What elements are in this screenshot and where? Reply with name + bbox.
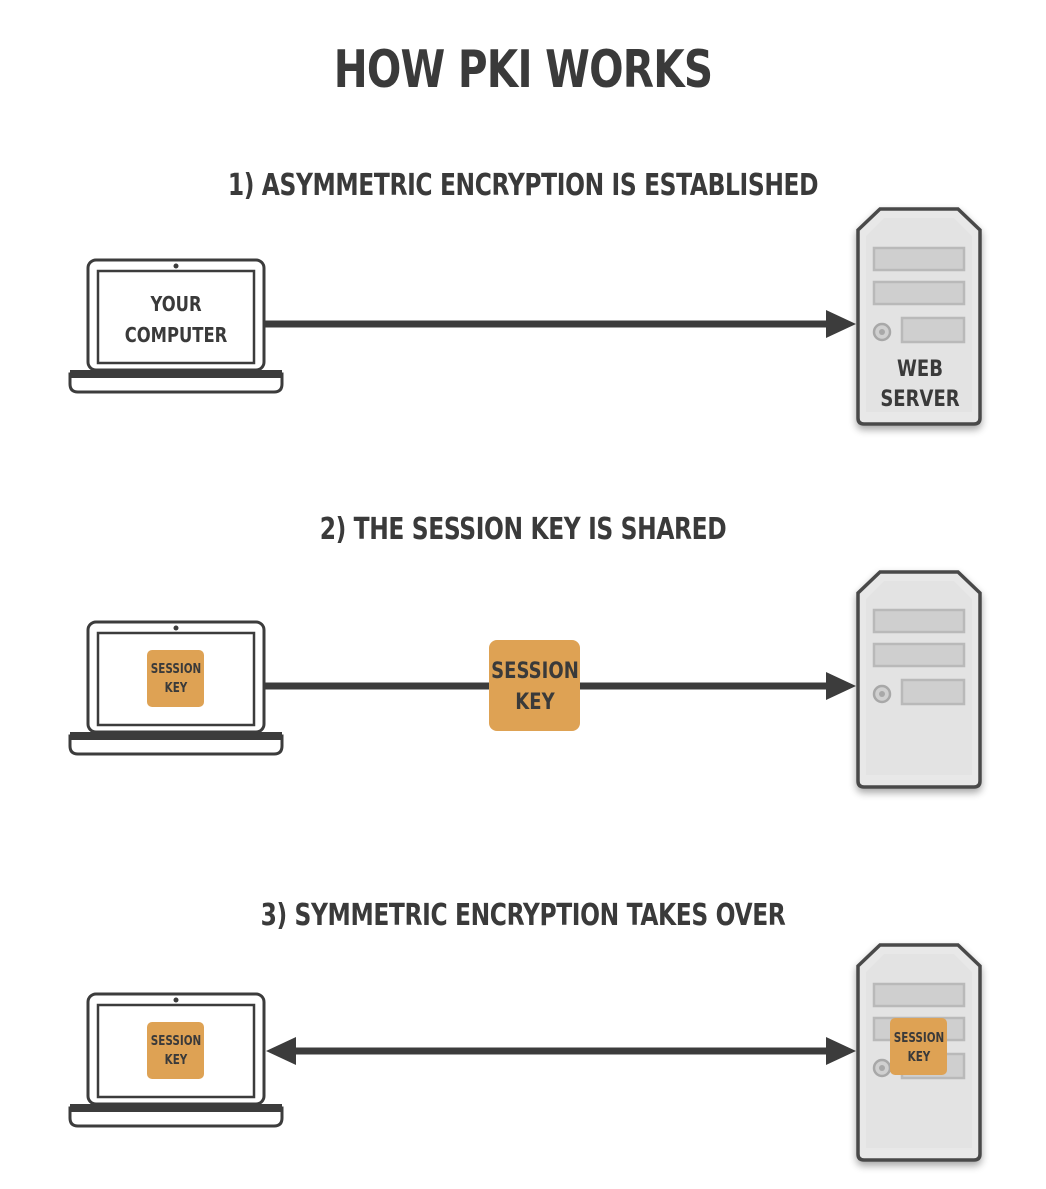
- session-key-badge-laptop: SESSION KEY: [147, 1022, 204, 1079]
- session-key-line1: SESSION: [151, 1033, 201, 1048]
- step-3-label: 3) SYMMETRIC ENCRYPTION TAKES OVER: [260, 898, 786, 933]
- laptop-icon: [68, 258, 284, 394]
- server-icon: [856, 570, 982, 789]
- session-key-badge-laptop: SESSION KEY: [147, 650, 204, 707]
- session-key-line2: KEY: [908, 1049, 931, 1064]
- server-label-line1: WEB: [897, 355, 943, 381]
- server-icon: [856, 207, 982, 426]
- session-key-line2: KEY: [165, 680, 188, 695]
- arrow-right: [264, 310, 856, 338]
- step-2-group: SESSION KEY SESSION KEY: [68, 570, 982, 789]
- server-label-line2: SERVER: [880, 385, 960, 411]
- step-3-group: SESSION KEY SESSION KEY: [68, 943, 982, 1162]
- session-key-badge-server: SESSION KEY: [890, 1018, 947, 1075]
- session-key-line2: KEY: [515, 688, 555, 714]
- step-1-label: 1) ASYMMETRIC ENCRYPTION IS ESTABLISHED: [227, 168, 819, 203]
- computer-label-line1: YOUR: [150, 294, 202, 317]
- session-key-line1: SESSION: [491, 657, 579, 683]
- session-key-badge-transit: SESSION KEY: [489, 640, 580, 731]
- laptop-icon: [68, 992, 284, 1128]
- step-2-label: 2) THE SESSION KEY IS SHARED: [319, 512, 727, 547]
- session-key-line1: SESSION: [151, 661, 201, 676]
- diagram-title: HOW PKI WORKS: [333, 40, 713, 100]
- step-1-group: YOUR COMPUTER WEB SERVER: [68, 207, 982, 426]
- arrow-bidirectional: [266, 1037, 856, 1065]
- session-key-line2: KEY: [165, 1052, 188, 1067]
- session-key-line1: SESSION: [894, 1030, 944, 1045]
- computer-label-line2: COMPUTER: [125, 325, 228, 348]
